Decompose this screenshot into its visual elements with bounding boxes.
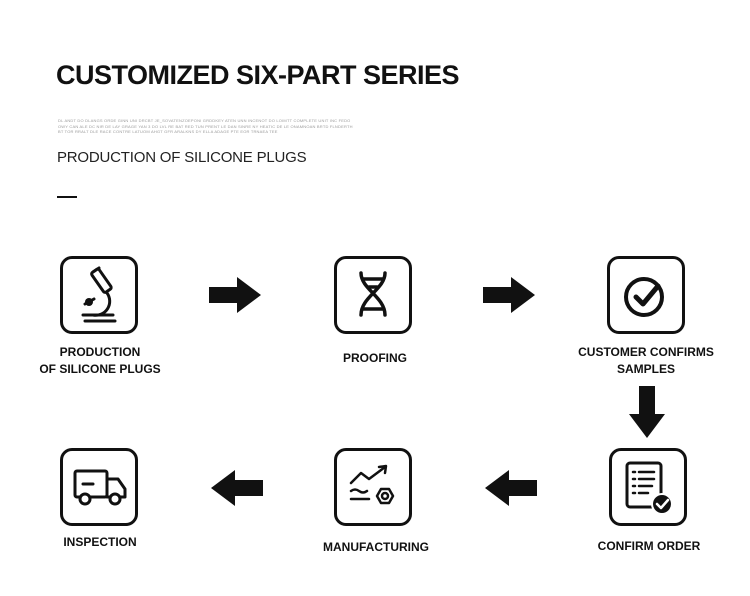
- step-3-box: [607, 256, 685, 334]
- step-1-box: [60, 256, 138, 334]
- step-6-label: INSPECTION: [63, 535, 137, 549]
- page-subtitle: PRODUCTION OF SILICONE PLUGS: [57, 149, 307, 166]
- divider-dash: [57, 196, 77, 198]
- arrow-left-icon: [485, 470, 537, 506]
- page-title: CUSTOMIZED SIX-PART SERIES: [56, 60, 460, 90]
- step-4-label: CONFIRM ORDER: [597, 539, 701, 553]
- step-2-label: PROOFING: [342, 351, 407, 365]
- dna-icon: [359, 271, 387, 317]
- arrow-right-icon: [209, 277, 261, 313]
- manufacturing-chart-icon: [349, 464, 395, 505]
- step-5-label: MANUFACTURING: [323, 540, 429, 554]
- step-4-box: [609, 448, 687, 526]
- fine-print-text: DL ANDT DO DLANGS ORDE GINN UNI DRCBT JE…: [58, 118, 353, 134]
- arrow-left-icon: [211, 470, 263, 506]
- arrow-down-icon: [629, 386, 665, 438]
- order-list-icon: [625, 461, 673, 515]
- delivery-truck-icon: [73, 469, 127, 506]
- step-5-box: [334, 448, 412, 526]
- step-6-box: [60, 448, 138, 526]
- step-2-box: [334, 256, 412, 334]
- microscope-icon: [81, 266, 117, 323]
- arrow-right-icon: [483, 277, 535, 313]
- check-circle-icon: [624, 277, 664, 317]
